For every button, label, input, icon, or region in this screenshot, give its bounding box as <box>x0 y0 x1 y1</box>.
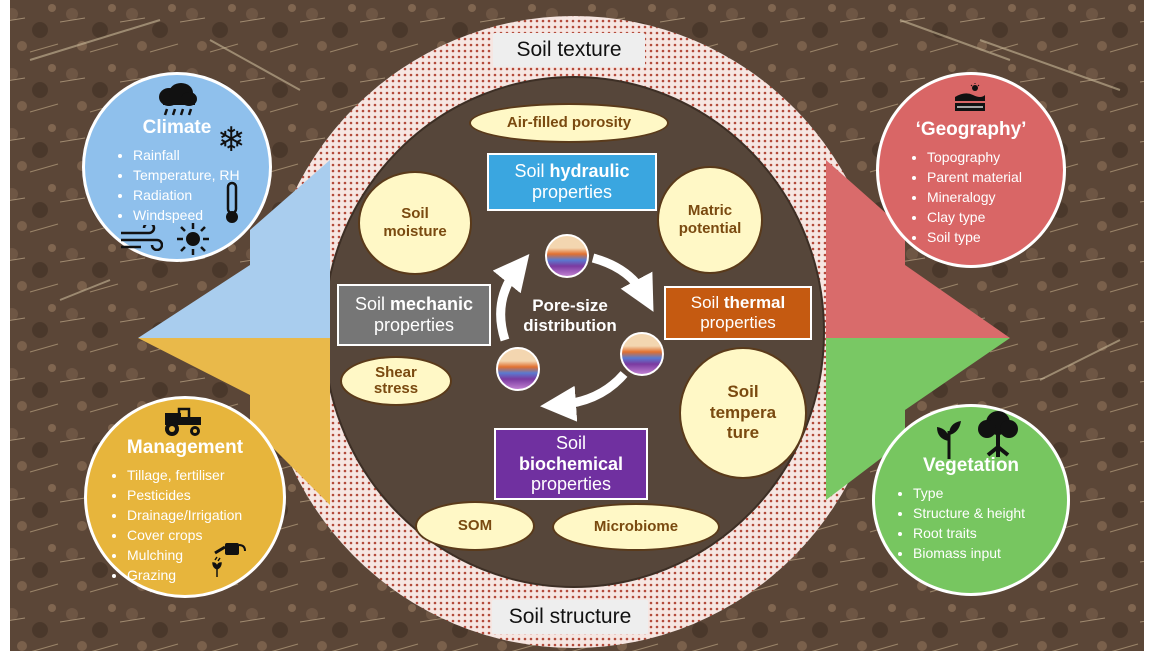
watering-can-icon <box>212 543 246 577</box>
climate-item: Radiation <box>133 185 269 205</box>
biochemical-prefix: Soil <box>555 432 586 453</box>
climate-circle: Climate Rainfall Temperature, RH Radiati… <box>82 72 272 262</box>
hydraulic-suffix: properties <box>531 182 613 202</box>
geography-item: Topography <box>927 147 1063 167</box>
biochemical-suffix: properties <box>530 474 612 495</box>
vegetation-item: Biomass input <box>913 543 1067 563</box>
geography-list: Topography Parent material Mineralogy Cl… <box>879 147 1063 247</box>
hydraulic-bold: hydraulic <box>549 161 630 182</box>
seedling-icon <box>937 421 961 459</box>
pore-ball-left <box>496 347 540 391</box>
pore-ball-right <box>620 332 664 376</box>
soil-moisture-oval: Soil moisture <box>358 171 472 275</box>
thermal-prefix: Soil <box>690 293 724 313</box>
climate-item: Rainfall <box>133 145 269 165</box>
som-oval: SOM <box>415 501 535 551</box>
geography-circle: ‘Geography’ Topography Parent material M… <box>876 72 1066 268</box>
tree-icon <box>978 411 1018 457</box>
soil-texture-label: Soil texture <box>493 33 645 67</box>
soil-biochemical-properties-box: Soil biochemical properties <box>494 428 648 500</box>
shear-stress-oval: Shear stress <box>340 356 452 406</box>
geography-item: Clay type <box>927 207 1063 227</box>
management-item: Pesticides <box>127 485 283 505</box>
matric-potential-oval: Matric potential <box>657 166 763 274</box>
pore-ball-top <box>545 234 589 278</box>
geography-item: Mineralogy <box>927 187 1063 207</box>
cycle-arrow-3 <box>492 254 530 342</box>
climate-list: Rainfall Temperature, RH Radiation Winds… <box>85 145 269 225</box>
soil-hydraulic-properties-box: Soil hydraulic properties <box>487 153 657 211</box>
management-item: Grazing <box>127 565 283 585</box>
mechanic-suffix: properties <box>373 315 455 335</box>
management-item: Mulching <box>127 545 283 565</box>
management-item: Drainage/Irrigation <box>127 505 283 525</box>
snowflake-icon: ❄ <box>217 121 246 159</box>
geography-item: Soil type <box>927 227 1063 247</box>
vegetation-item: Structure & height <box>913 503 1067 523</box>
thermal-suffix: properties <box>700 313 776 332</box>
thermometer-icon <box>226 181 238 223</box>
geography-title: ‘Geography’ <box>915 119 1027 140</box>
geography-arrow <box>826 160 1010 338</box>
tractor-icon <box>165 407 201 436</box>
wind-icon <box>121 225 163 251</box>
soil-temperature-oval: Soil tempera ture <box>679 347 807 479</box>
rain-cloud-icon <box>159 83 197 116</box>
mechanic-prefix: Soil <box>354 294 390 315</box>
cycle-arrow-2 <box>540 370 628 422</box>
mechanic-bold: mechanic <box>389 294 474 315</box>
vegetation-item: Type <box>913 483 1067 503</box>
geography-item: Parent material <box>927 167 1063 187</box>
vegetation-item: Root traits <box>913 523 1067 543</box>
management-item: Cover crops <box>127 525 283 545</box>
climate-title: Climate <box>142 117 212 138</box>
climate-item: Windspeed <box>133 205 269 225</box>
soil-structure-label: Soil structure <box>492 600 648 634</box>
microbiome-oval: Microbiome <box>552 503 720 551</box>
air-filled-porosity-oval: Air-filled porosity <box>469 103 669 143</box>
vegetation-title: Vegetation <box>922 455 1020 476</box>
management-circle: Management Tillage, fertiliser Pesticide… <box>84 396 286 598</box>
cycle-arrow-1 <box>591 253 654 312</box>
sun-icon <box>177 223 209 255</box>
soil-thermal-properties-box: Soil thermal properties <box>664 286 812 340</box>
thermal-bold: thermal <box>723 293 786 313</box>
vegetation-list: Type Structure & height Root traits Biom… <box>875 483 1067 563</box>
vegetation-circle: Vegetation Type Structure & height Root … <box>872 404 1070 596</box>
management-item: Tillage, fertiliser <box>127 465 283 485</box>
management-arrow <box>138 338 330 505</box>
climate-item: Temperature, RH <box>133 165 269 185</box>
climate-arrow <box>138 160 330 338</box>
pore-size-distribution-label: Pore-size distribution <box>523 296 617 336</box>
management-list: Tillage, fertiliser Pesticides Drainage/… <box>87 465 283 585</box>
landscape-icon <box>955 83 985 111</box>
management-title: Management <box>126 437 244 458</box>
hydraulic-prefix: Soil <box>514 161 550 182</box>
vegetation-arrow <box>826 338 1010 500</box>
soil-mechanic-properties-box: Soil mechanic properties <box>337 284 491 346</box>
biochemical-bold: biochemical <box>518 453 624 474</box>
